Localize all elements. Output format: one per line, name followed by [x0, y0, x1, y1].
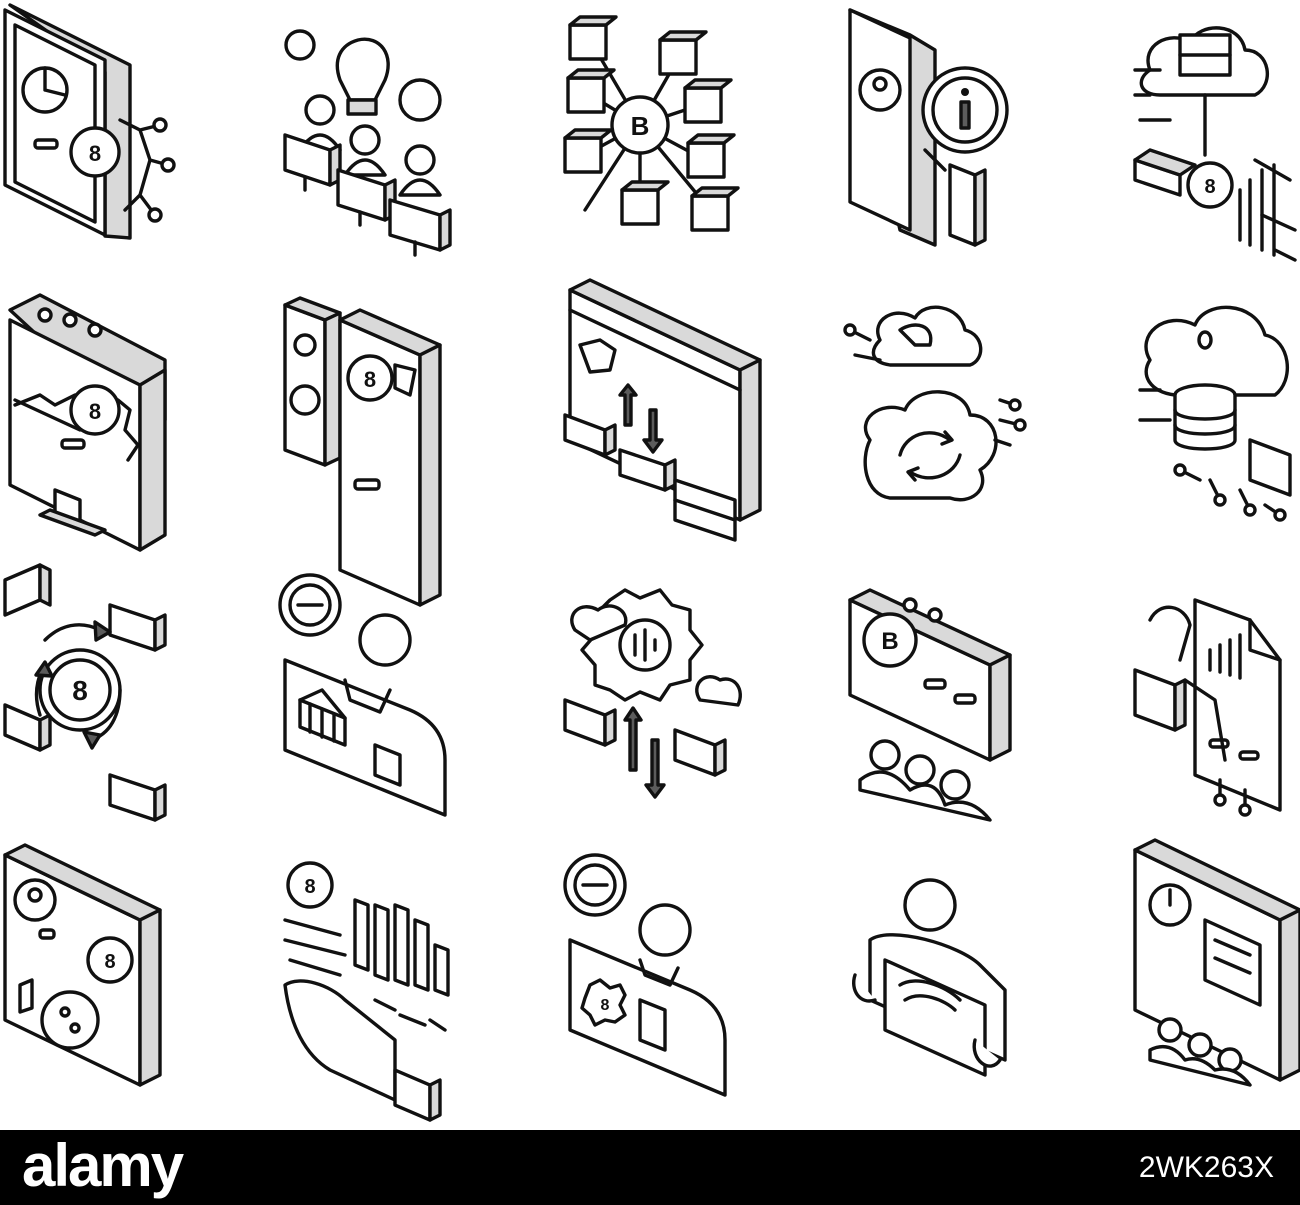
- crypto-board-audience-icon: B: [848, 588, 1012, 822]
- coin-glyph: 8: [1204, 176, 1215, 198]
- browser-computers-transfer-icon: [563, 278, 762, 542]
- coin-glyph: 8: [304, 876, 315, 898]
- tablet-pie-chart-gear-icon: 8: [3, 3, 176, 240]
- cloud-database-circuit-icon: [1138, 305, 1292, 522]
- monitor-chart-gear-icon: 8: [8, 293, 167, 552]
- coin-glyph: 8: [601, 997, 610, 1014]
- coin-glyph: 8: [72, 675, 88, 706]
- person-reading-tablet-icon: [852, 878, 1007, 1077]
- document-growth-chart-icon: [1133, 598, 1282, 817]
- coin-glyph: B: [881, 628, 898, 655]
- hand-holding-chart-icon: 8: [283, 861, 450, 1122]
- coin-glyph: 8: [89, 399, 101, 424]
- exchange-network-cycle-icon: 8: [3, 563, 167, 822]
- isometric-icon-grid: 8 B: [3, 3, 1300, 1122]
- blockchain-network-cubes-icon: B: [563, 15, 740, 232]
- coin-glyph: 8: [89, 141, 101, 166]
- cloud-server-chart-icon: 8: [1133, 26, 1297, 262]
- stock-image-id: 2WK263X: [1138, 1151, 1274, 1184]
- coin-glyph: 8: [104, 951, 115, 973]
- banker-person-icon: [278, 573, 447, 817]
- coin-glyph: 8: [364, 367, 376, 392]
- browser-profile-coins-icon: 8: [3, 843, 162, 1087]
- team-workstations-lightbulb-icon: [283, 29, 452, 257]
- alamy-logo: alamy: [22, 1132, 184, 1199]
- coin-glyph: B: [631, 111, 650, 141]
- document-info-magnifier-icon: [848, 8, 1009, 247]
- gear-cloud-exchange-icon: [563, 588, 742, 799]
- presentation-board-audience-icon: [1133, 838, 1300, 1087]
- smartphone-remote-icon: 8: [283, 296, 442, 607]
- watermark-footer-bar: alamy 2WK263X: [0, 1130, 1300, 1205]
- cloud-sync-circuit-icon: [843, 305, 1027, 502]
- business-person-gear-icon: 8: [563, 853, 727, 1097]
